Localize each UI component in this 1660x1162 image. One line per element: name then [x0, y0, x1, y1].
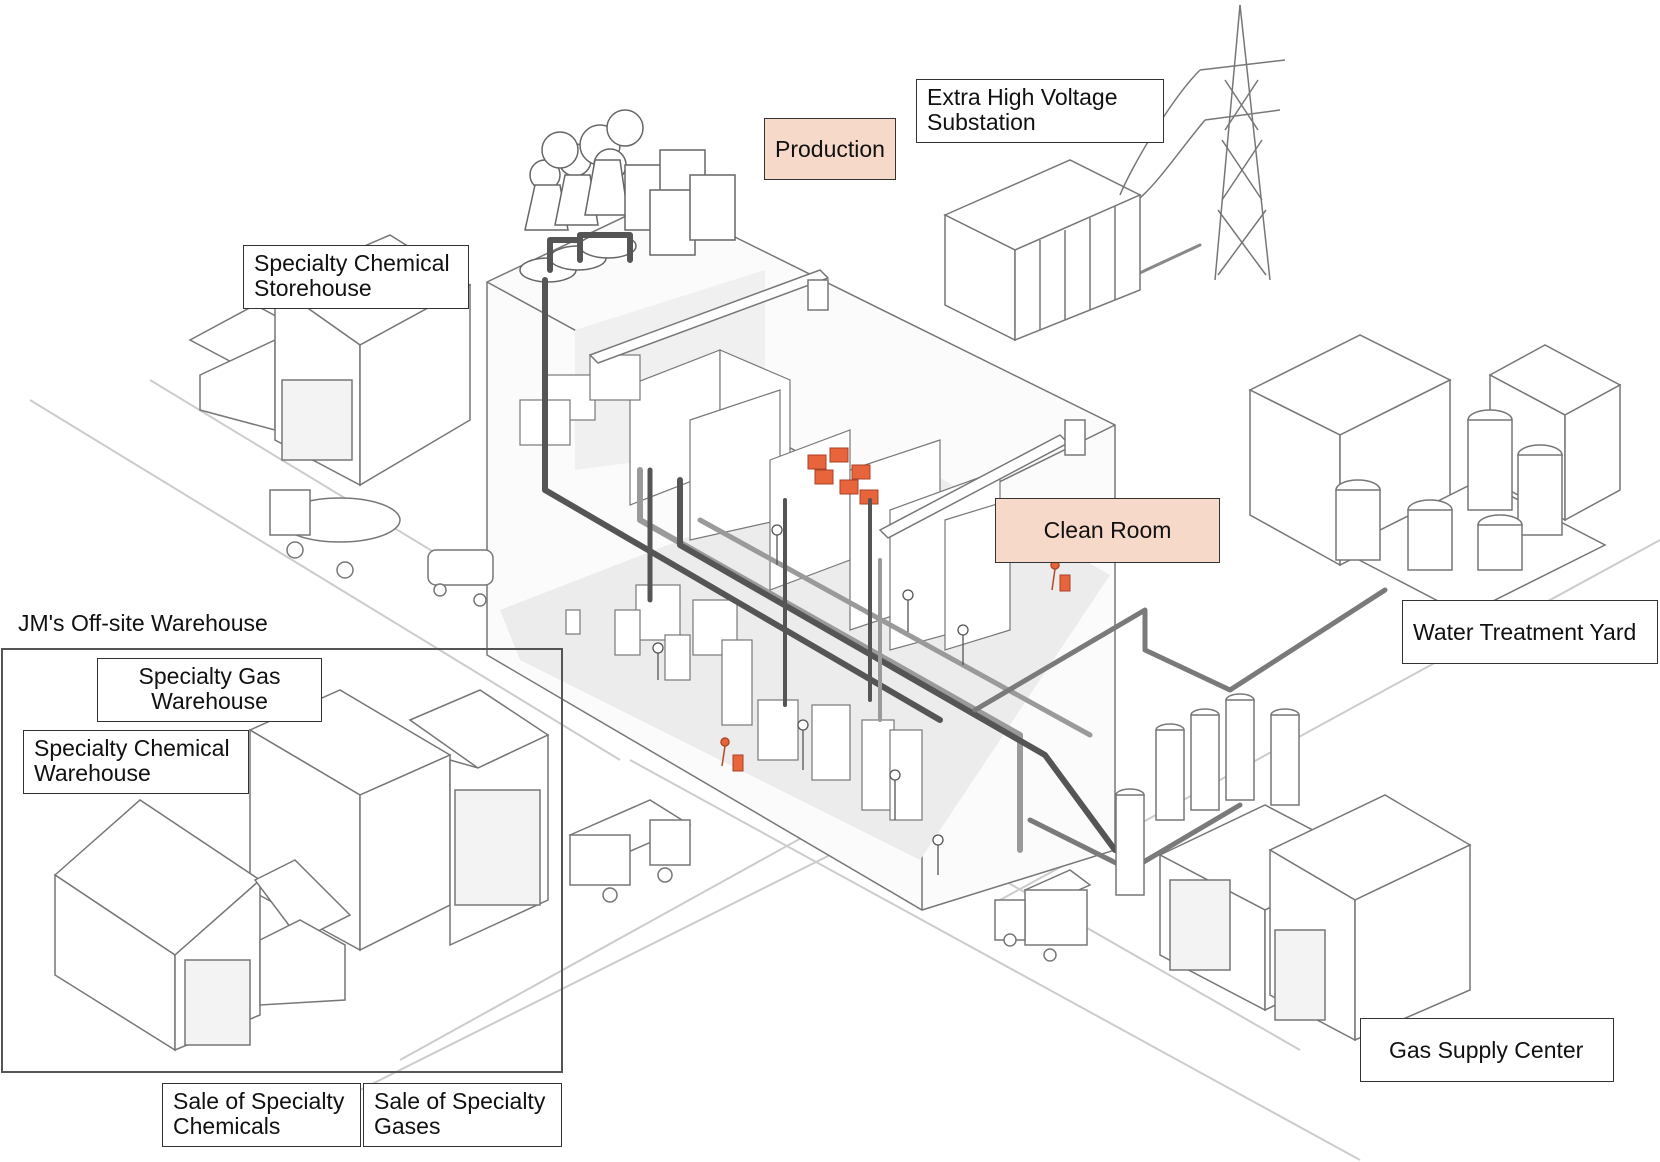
specialty-gas-warehouse-label: Specialty Gas Warehouse — [97, 658, 322, 722]
gas-supply-center — [1115, 693, 1472, 1042]
sale-specialty-gases-label: Sale of Specialty Gases — [363, 1083, 562, 1147]
gas-supply-center-label: Gas Supply Center — [1360, 1018, 1614, 1082]
chemical-storehouse — [188, 234, 472, 487]
water-treatment-yard-label: Water Treatment Yard — [1402, 600, 1658, 664]
transmission-tower — [1119, 4, 1286, 281]
extra-high-voltage-substation-label: Extra High Voltage Substation — [916, 79, 1164, 143]
substation — [943, 159, 1142, 342]
water-treatment — [1248, 334, 1622, 616]
specialty-chemical-warehouse-label: Specialty Chemical Warehouse — [23, 730, 249, 794]
offsite-warehouse-frame — [1, 648, 563, 1073]
tanker-truck — [269, 489, 494, 607]
utility-pipes — [542, 232, 1388, 873]
offsite-warehouse-title: JM's Off-site Warehouse — [18, 610, 268, 636]
workers — [652, 524, 969, 875]
delivery-trucks — [568, 799, 1092, 962]
orange-accent-parts — [732, 447, 1071, 772]
specialty-chemical-storehouse-label: Specialty Chemical Storehouse — [243, 245, 469, 309]
workers-orange — [720, 560, 1060, 767]
overhead-crane — [588, 269, 1086, 539]
clean-room-label: Clean Room — [995, 498, 1220, 563]
sale-specialty-chemicals-label: Sale of Specialty Chemicals — [162, 1083, 361, 1147]
production-label: Production — [764, 118, 896, 180]
